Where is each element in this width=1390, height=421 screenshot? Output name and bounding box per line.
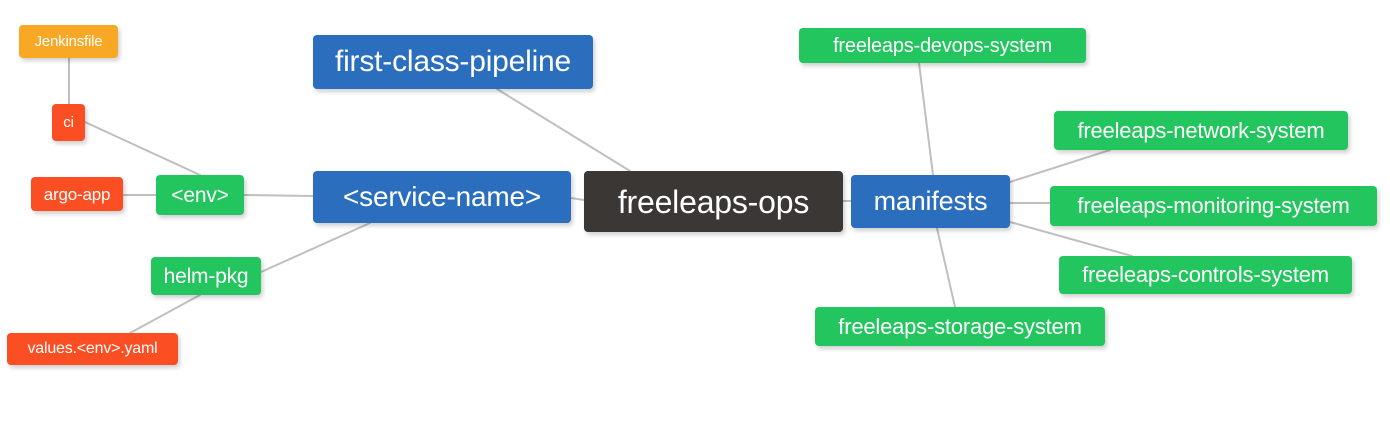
node-helm-pkg[interactable]: helm-pkg — [151, 257, 261, 295]
node-manifests[interactable]: manifests — [851, 175, 1010, 228]
edge-manifests-controls — [1009, 221, 1133, 257]
node-label-freeleaps-ops: freeleaps-ops — [617, 183, 810, 220]
edge-manifests-network — [1009, 149, 1111, 183]
node-label-freeleaps-storage-system: freeleaps-storage-system — [838, 313, 1082, 339]
edge-valuesyaml-helmpkg — [129, 294, 201, 334]
node-label-env: <env> — [171, 183, 229, 207]
edge-servicename-ops — [570, 197, 585, 201]
node-first-class-pipeline[interactable]: first-class-pipeline — [313, 35, 593, 89]
node-freeleaps-network-system[interactable]: freeleaps-network-system — [1054, 111, 1348, 150]
node-label-freeleaps-devops-system: freeleaps-devops-system — [833, 34, 1052, 57]
edge-manifests-devops — [918, 62, 934, 176]
node-env[interactable]: <env> — [156, 175, 244, 215]
edge-ci-env — [84, 121, 201, 176]
edge-helmpkg-servicename — [260, 222, 371, 273]
node-label-service-name: <service-name> — [343, 181, 541, 212]
edge-env-servicename — [243, 194, 314, 197]
node-freeleaps-controls-system[interactable]: freeleaps-controls-system — [1059, 256, 1352, 294]
edge-pipeline-ops — [496, 88, 631, 172]
node-label-freeleaps-network-system: freeleaps-network-system — [1077, 117, 1325, 143]
node-label-freeleaps-controls-system: freeleaps-controls-system — [1082, 262, 1329, 287]
node-label-manifests: manifests — [873, 186, 988, 216]
edge-manifests-storage — [936, 227, 956, 308]
node-freeleaps-monitoring-system[interactable]: freeleaps-monitoring-system — [1050, 186, 1377, 226]
node-label-values-yaml: values.<env>.yaml — [27, 340, 158, 357]
node-freeleaps-ops[interactable]: freeleaps-ops — [584, 171, 843, 232]
node-label-ci: ci — [63, 114, 74, 131]
node-label-helm-pkg: helm-pkg — [163, 264, 249, 288]
node-label-first-class-pipeline: first-class-pipeline — [334, 45, 572, 78]
node-values-yaml[interactable]: values.<env>.yaml — [7, 333, 178, 365]
node-label-jenkinsfile: Jenkinsfile — [34, 33, 103, 50]
node-jenkinsfile[interactable]: Jenkinsfile — [19, 25, 118, 58]
node-argo-app[interactable]: argo-app — [31, 177, 123, 211]
node-label-freeleaps-monitoring-system: freeleaps-monitoring-system — [1077, 193, 1350, 218]
node-freeleaps-storage-system[interactable]: freeleaps-storage-system — [815, 307, 1105, 346]
node-ci[interactable]: ci — [52, 104, 85, 141]
node-freeleaps-devops-system[interactable]: freeleaps-devops-system — [799, 28, 1086, 63]
node-service-name[interactable]: <service-name> — [313, 171, 571, 223]
node-label-argo-app: argo-app — [43, 184, 111, 204]
